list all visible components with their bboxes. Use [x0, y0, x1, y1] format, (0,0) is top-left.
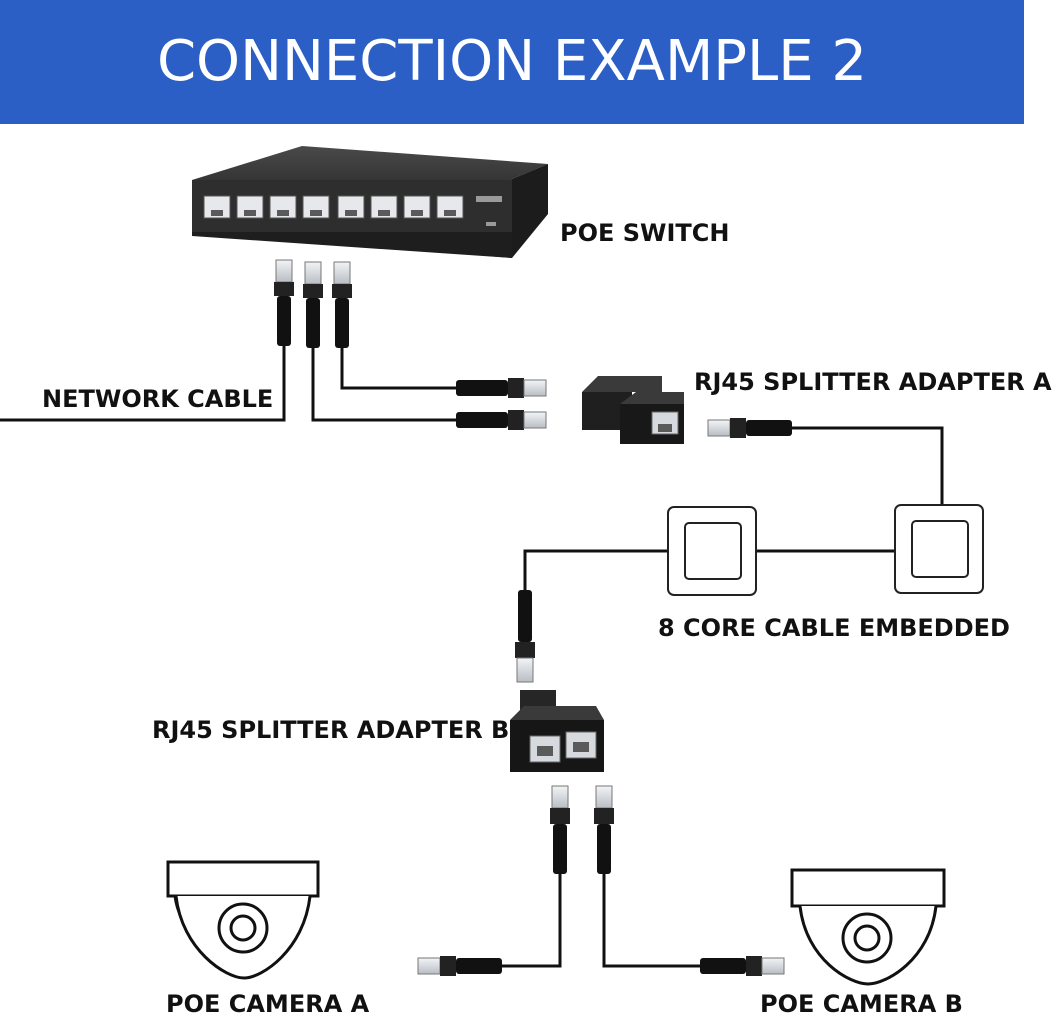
dome-camera-icon [790, 868, 946, 986]
dome-camera-icon [166, 860, 320, 980]
rj45-plug-icon [332, 261, 352, 348]
rj45-plug-icon [456, 378, 547, 398]
cable-to-splitter-a-lower [311, 348, 458, 422]
rj45-plug-icon [515, 590, 535, 683]
page-title: CONNECTION EXAMPLE 2 [156, 29, 868, 94]
label-splitter-b: RJ45 SPLITTER ADAPTER B [152, 716, 510, 744]
label-splitter-a: RJ45 SPLITTER ADAPTER A [694, 368, 1052, 396]
rj45-plug-icon [417, 956, 502, 976]
cable-socket-to-splitter-b [523, 549, 685, 592]
label-network-cable: NETWORK CABLE [42, 385, 274, 413]
connection-diagram [0, 146, 984, 986]
cable-lines [0, 346, 944, 968]
rj45-plug-icon [550, 785, 570, 874]
wall-socket-icon [667, 506, 757, 596]
label-camera-a: POE CAMERA A [166, 990, 370, 1018]
cable-to-splitter-a-upper [340, 348, 458, 390]
splitter-adapter-icon [582, 376, 684, 444]
wall-socket-icon [894, 504, 984, 594]
label-camera-b: POE CAMERA B [760, 990, 963, 1018]
rj45-plug-icon [707, 418, 792, 438]
network-cable-line [0, 346, 286, 422]
rj45-plug-icon [303, 261, 323, 348]
splitter-adapter-icon [510, 690, 604, 772]
cable-to-camera-a [472, 872, 562, 968]
rj45-plug-icon [274, 259, 294, 346]
cable-to-camera-b [602, 872, 704, 968]
label-poe-switch: POE SWITCH [560, 219, 730, 247]
header-banner: CONNECTION EXAMPLE 2 [0, 0, 1024, 124]
poe-switch-icon [192, 146, 548, 258]
cable-a-to-socket [790, 426, 944, 505]
rj45-plug-icon [594, 785, 614, 874]
rj45-plug-icon [700, 956, 785, 976]
rj45-plug-icon [456, 410, 547, 430]
label-core-cable: 8 CORE CABLE EMBEDDED [658, 614, 1010, 642]
